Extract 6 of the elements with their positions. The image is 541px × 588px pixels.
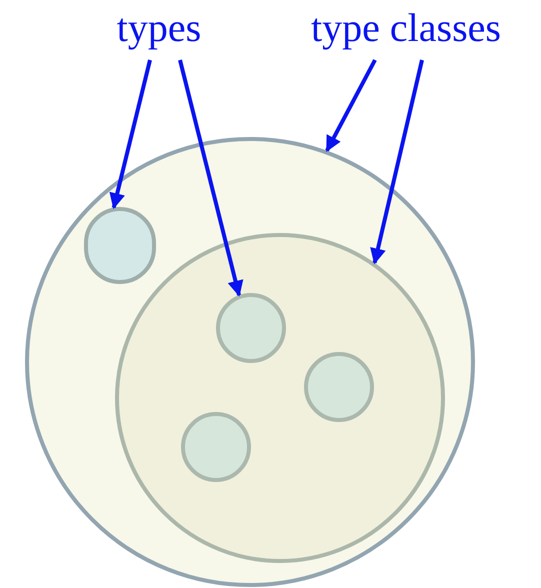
arrow <box>109 60 152 210</box>
arrow <box>370 60 424 264</box>
arrow <box>325 59 377 152</box>
arrow <box>178 60 244 297</box>
annotation-label: type classes <box>286 2 526 54</box>
annotation-label: types <box>100 2 218 54</box>
